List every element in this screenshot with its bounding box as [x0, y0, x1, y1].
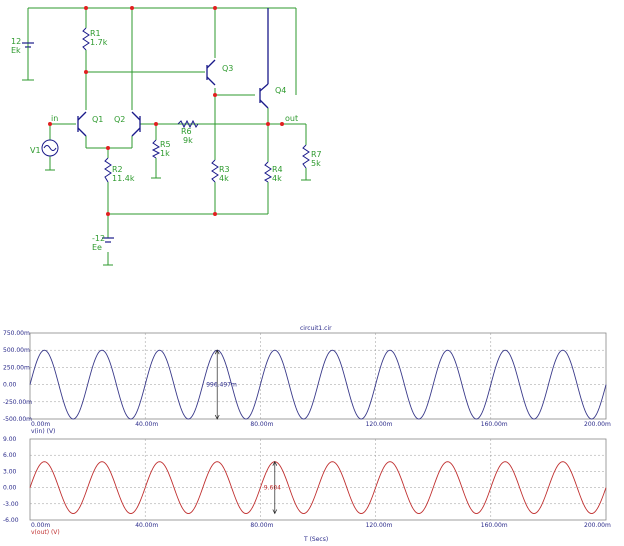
y-tick-label: 0.00 [3, 485, 17, 492]
series-name-label: v(in) (V) [31, 428, 55, 435]
y-tick-label: -250.00m [3, 399, 32, 406]
ac-source-symbol [41, 139, 59, 157]
measure-label: 9.604 [264, 485, 281, 492]
x-tick-label: 40.00m [135, 522, 158, 529]
in-node-label: in [51, 114, 58, 123]
q3-label: Q3 [222, 64, 233, 73]
y-tick-label: 6.00 [3, 452, 17, 459]
r2-label: R2 [112, 165, 123, 174]
r4-label: R4 [272, 165, 283, 174]
y-tick-label: 500.00m [3, 347, 30, 354]
junction-nodes [48, 6, 284, 216]
r5-label: R5 [160, 140, 171, 149]
measure-arrow-top [272, 460, 278, 466]
r6-value: 9k [183, 136, 193, 145]
r7-label: R7 [311, 150, 322, 159]
r1-label: R1 [90, 29, 101, 38]
y-tick-label: 3.00 [3, 468, 17, 475]
series-line [29, 349, 607, 420]
x-tick-label: 200.00m [584, 522, 611, 529]
ek-label: Ek [11, 46, 21, 55]
measure-arrow-top [214, 349, 220, 355]
q4-label: Q4 [275, 86, 286, 95]
v1-label: V1 [30, 146, 41, 155]
r7-value: 5k [311, 159, 321, 168]
transistor-symbols [77, 8, 269, 137]
ee-value: -12 [92, 234, 105, 243]
y-tick-label: 250.00m [3, 364, 30, 371]
x-tick-label: 40.00m [135, 421, 158, 428]
x-tick-label: 120.00m [366, 421, 393, 428]
series-name-label: v(out) (V) [31, 529, 60, 536]
x-tick-label: 80.00m [250, 522, 273, 529]
measure-arrow-bottom [214, 414, 220, 420]
x-tick-label: 80.00m [250, 421, 273, 428]
x-tick-label: 0.00m [31, 522, 50, 529]
r1-value: 1.7k [90, 38, 108, 47]
q1-label: Q1 [92, 115, 103, 124]
x-tick-label: 160.00m [481, 421, 508, 428]
r2-value: 11.4k [112, 174, 135, 183]
r3-label: R3 [219, 165, 230, 174]
battery-symbols [22, 42, 114, 243]
x-tick-label: 160.00m [481, 522, 508, 529]
r4-value: 4k [272, 174, 282, 183]
y-tick-label: -6.00 [3, 517, 19, 524]
series-line [29, 461, 607, 514]
measure-label: 996.497m [206, 382, 237, 389]
y-tick-label: -3.00 [3, 501, 19, 508]
circuit-schematic: R1 1.7k R2 11.4k R3 4k R4 4k R5 1k R6 9k… [11, 6, 322, 266]
y-tick-label: -500.00m [3, 416, 32, 423]
plot-frame [29, 438, 607, 521]
ek-value: 12 [11, 37, 21, 46]
ee-label: Ee [92, 243, 102, 252]
x-tick-label: 120.00m [366, 522, 393, 529]
r6-label: R6 [181, 127, 192, 136]
resistor-symbols [82, 27, 310, 183]
r3-value: 4k [219, 174, 229, 183]
r5-value: 1k [160, 149, 170, 158]
q2-label: Q2 [114, 115, 125, 124]
chart-title: circuit1.cir [300, 325, 332, 332]
x-tick-label: 0.00m [31, 421, 50, 428]
plot-area: 750.00m 500.00m 250.00m 0.00 -250.00m -500.00… [3, 325, 611, 543]
x-tick-label: 200.00m [584, 421, 611, 428]
measure-arrow-bottom [272, 509, 278, 515]
y-tick-label: 750.00m [3, 330, 30, 337]
y-tick-label: 0.00 [3, 382, 17, 389]
plot-frame [29, 332, 607, 420]
x-axis-label: T (Secs) [303, 536, 328, 543]
y-tick-label: 9.00 [3, 436, 17, 443]
out-node-label: out [285, 114, 298, 123]
